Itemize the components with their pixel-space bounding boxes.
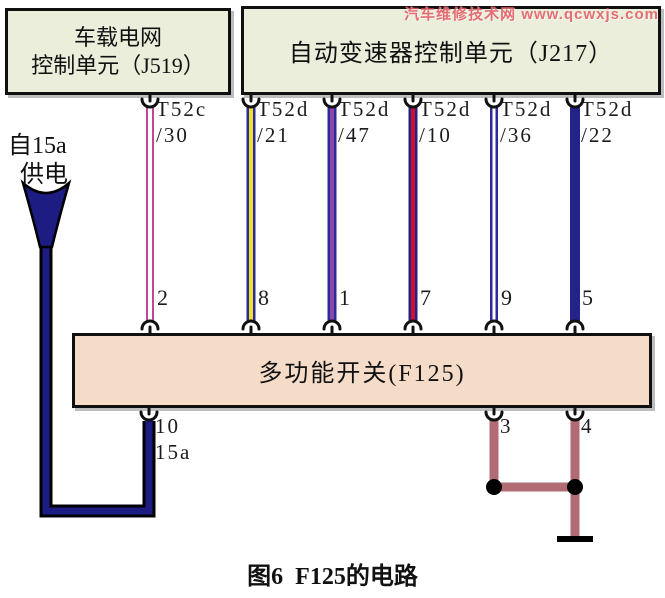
wire-t52d-22-connector-bottom <box>565 319 585 331</box>
wire-t52d-47-label: T52d/47 <box>338 97 391 147</box>
power-source-label: 自15a 供电 <box>8 132 68 190</box>
wire-t52d-22-connector-top <box>565 97 585 109</box>
site-watermark: 汽车维修技术网 www.qcwxjs.com <box>404 6 659 23</box>
figure-caption: 图6 F125的电路 <box>247 564 418 590</box>
pin-3-connector <box>484 410 504 422</box>
control-unit-j519-title: 车载电网 控制单元（J519） <box>31 24 205 80</box>
wire-t52d-36-label: T52d/36 <box>500 97 553 147</box>
wire-t52d-10-connector-top <box>403 97 423 109</box>
wire-t52d-36-connector-top <box>484 97 504 109</box>
wire-t52c-30-connector-top <box>140 97 160 109</box>
power-wire-core <box>42 246 153 515</box>
wire-t52d-21-label: T52d/21 <box>257 97 310 147</box>
wire-t52d-22-label: T52d/22 <box>581 97 634 147</box>
junction-dot-right <box>567 479 583 495</box>
wire-t52d-21-connector-bottom <box>241 319 261 331</box>
pin-4-connector <box>565 410 585 422</box>
pin-3-label: 3 <box>500 414 513 438</box>
wire-t52c-30-pin-number: 2 <box>157 285 169 310</box>
j519-title-line2: 控制单元（J519） <box>31 52 205 78</box>
power-source-line1: 自15a <box>8 133 67 159</box>
wire-t52d-47-pin-number: 1 <box>339 285 351 310</box>
control-unit-j217-box: 自动变速器控制单元（J217） <box>241 6 661 95</box>
pin-4-label: 4 <box>581 414 594 438</box>
pin-10-connector <box>139 410 159 422</box>
wire-t52d-36-pin-number: 9 <box>501 285 513 310</box>
wire-t52d-36-connector-bottom <box>484 319 504 331</box>
multifunction-switch-f125-box: 多功能开关(F125) <box>72 333 652 408</box>
wire-t52d-21-connector-top <box>241 97 261 109</box>
wire-t52d-10-connector-bottom <box>403 319 423 331</box>
power-wire-outline <box>39 246 156 518</box>
f125-title: 多功能开关(F125) <box>258 361 466 387</box>
wire-t52c-30-label: T52c/30 <box>156 97 208 147</box>
power-source-line2: 供电 <box>20 162 68 188</box>
wire-t52d-47-connector-top <box>322 97 342 109</box>
junction-dot-left <box>486 479 502 495</box>
wire-t52c-30-connector-bottom <box>140 319 160 331</box>
wire-t52d-22-pin-number: 5 <box>582 285 594 310</box>
j519-title-line1: 车载电网 <box>73 24 162 50</box>
wire-t52d-21-pin-number: 8 <box>258 285 270 310</box>
control-unit-j519-box: 车载电网 控制单元（J519） <box>5 8 231 95</box>
wire-t52d-10-pin-number: 7 <box>420 285 432 310</box>
power-source-arrow-icon <box>20 179 72 249</box>
j217-title: 自动变速器控制单元（J217） <box>288 41 614 67</box>
wire-t52d-47-connector-bottom <box>322 319 342 331</box>
wire-t52d-10-label: T52d/10 <box>419 97 472 147</box>
